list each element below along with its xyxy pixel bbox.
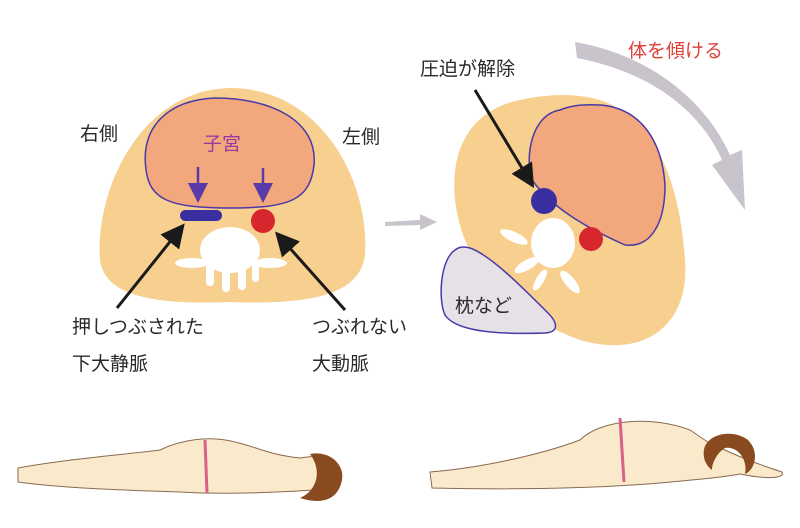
label-compressed-vein-2: 下大静脈	[72, 353, 148, 375]
compressed-vein	[180, 210, 222, 221]
tilted-cross-section: 体を傾ける 圧迫が解除 枕など	[420, 40, 745, 346]
aorta	[251, 209, 275, 233]
label-uterus: 子宮	[203, 133, 241, 155]
pointer-arrow-icon	[115, 223, 185, 309]
belly-band	[203, 439, 209, 494]
label-tilt-body: 体を傾ける	[628, 40, 723, 62]
transition-arrow-icon	[385, 214, 437, 230]
pointer-arrow-icon	[275, 231, 347, 311]
label-aorta-1: つぶれない	[312, 316, 407, 338]
label-left-side: 左側	[342, 126, 380, 148]
label-pillow: 枕など	[455, 295, 512, 317]
label-compressed-vein-1: 押しつぶされた	[72, 316, 204, 338]
hair	[300, 453, 343, 501]
pointer-arrow-icon	[473, 89, 535, 189]
belly-band	[618, 417, 626, 483]
tilt-arrow-icon	[575, 42, 745, 210]
uterus	[144, 97, 315, 209]
spine	[500, 218, 580, 294]
pillow	[440, 246, 557, 335]
aorta	[579, 227, 603, 251]
supine-woman-illustration	[17, 438, 343, 501]
spine	[175, 227, 287, 292]
left-tilted-woman-illustration	[429, 417, 783, 490]
label-aorta-2: 大動脈	[312, 353, 369, 375]
decompressed-vein	[531, 188, 557, 214]
supine-cross-section: 右側 左側 子宮 押しつぶされた 下大静脈 つぶれない 大動脈	[72, 88, 407, 375]
label-right-side: 右側	[80, 123, 118, 145]
label-pressure-relieved: 圧迫が解除	[420, 58, 515, 80]
hair	[703, 433, 756, 474]
